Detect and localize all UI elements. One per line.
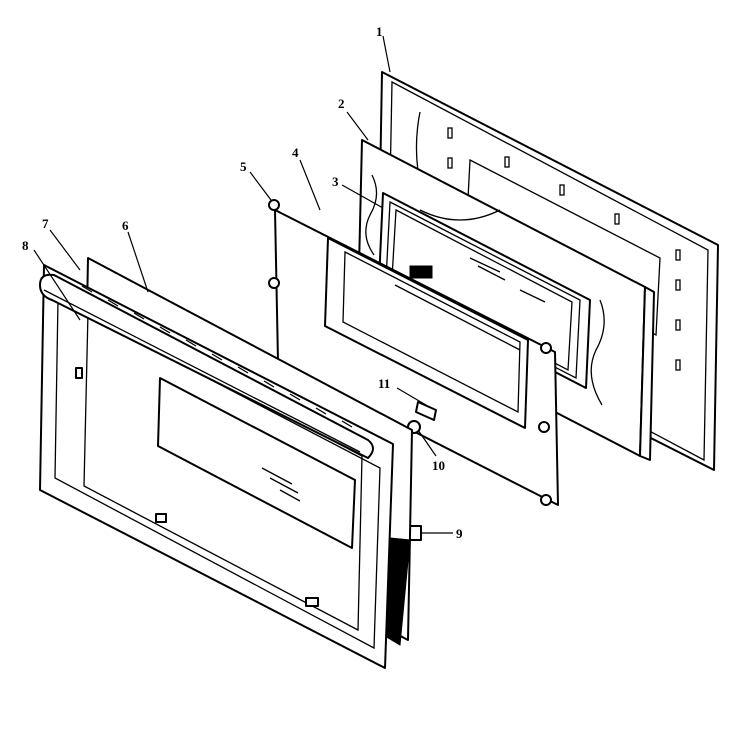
callout-8: 8 <box>22 238 29 253</box>
leader-6 <box>127 231 149 293</box>
callout-5: 5 <box>240 159 247 174</box>
callout-4: 4 <box>292 145 299 160</box>
liner-slots <box>447 127 681 371</box>
leader-lines <box>33 35 453 534</box>
callout-2: 2 <box>338 96 345 111</box>
leader-7 <box>49 229 81 271</box>
panel-mounting-holes <box>268 199 552 506</box>
callout-10: 10 <box>432 458 445 473</box>
callout-6: 6 <box>122 218 129 233</box>
callout-9: 9 <box>456 526 463 541</box>
leader-2 <box>346 111 369 141</box>
leader-8 <box>33 249 81 321</box>
handle-vent-slots <box>81 285 353 428</box>
callout-1: 1 <box>376 24 383 39</box>
callouts: 1 2 3 4 5 6 7 8 9 10 11 <box>22 24 463 541</box>
leader-4 <box>299 159 321 211</box>
leader-3 <box>341 184 384 209</box>
part-8-outer-door-frame <box>39 264 394 669</box>
part-4-inner-panel <box>268 199 559 506</box>
hinge-hardware <box>407 401 437 541</box>
leader-5 <box>249 171 272 201</box>
callout-3: 3 <box>332 174 339 189</box>
leader-10 <box>417 429 437 457</box>
leader-11 <box>396 387 427 406</box>
part-3-glass-pack <box>378 192 591 389</box>
part-7-handle-bar <box>39 273 374 459</box>
callout-7: 7 <box>42 216 49 231</box>
leader-1 <box>382 35 391 73</box>
callout-11: 11 <box>378 376 390 391</box>
